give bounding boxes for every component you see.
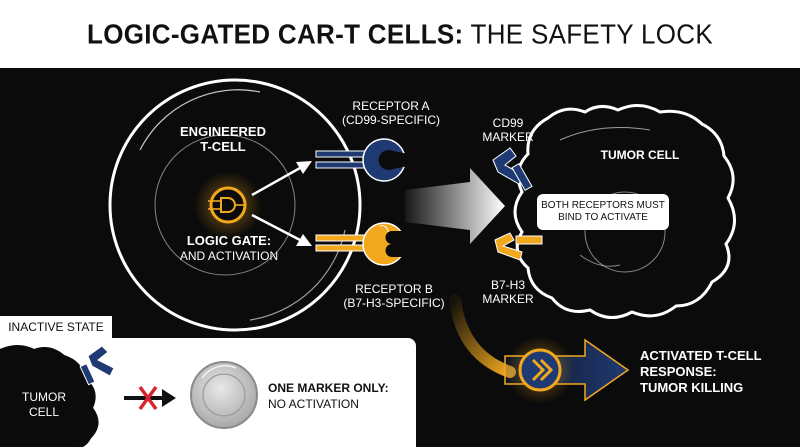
receptor-a-sublabel: (CD99-SPECIFIC) (341, 113, 440, 127)
title-light: THE SAFETY LOCK (470, 17, 713, 50)
one-marker-label: ONE MARKER ONLY: (268, 381, 389, 395)
receptor-a-label: RECEPTOR A (352, 99, 430, 113)
inactive-diagram (0, 345, 258, 447)
activated-label-1: ACTIVATED T-CELL (640, 348, 762, 363)
t-cell (108, 78, 362, 332)
inactive-tumor-label: TUMOR (22, 390, 66, 404)
inactive-receptor-icon (79, 345, 115, 386)
tcell-label: ENGINEERED T-CELL (180, 124, 266, 154)
binding-arrow (405, 168, 505, 244)
both-receptors-note: BOTH RECEPTORS MUST BIND TO ACTIVATE (537, 194, 669, 230)
activation-arrow (504, 336, 630, 404)
b7h3-marker-label: B7-H3 (490, 278, 525, 292)
b7h3-marker-sublabel: MARKER (482, 292, 534, 306)
inactive-state-panel: TUMOR CELL ONE MARKER ONLY: NO ACTIVATIO… (0, 338, 416, 447)
blocked-arrow (124, 385, 176, 411)
inactive-tumor-sublabel: CELL (28, 405, 60, 419)
b7h3-marker-icon (494, 232, 543, 261)
gate-to-receptor-arrows (251, 161, 312, 246)
title-bold: LOGIC-GATED CAR-T CELLS: (87, 17, 464, 50)
activation-curve-arrow (449, 294, 516, 378)
receptor-a-icon (315, 138, 408, 182)
inactive-tumor-cell (0, 345, 99, 447)
title-bar: LOGIC-GATED CAR-T CELLS: THE SAFETY LOCK (0, 0, 800, 68)
page-title: LOGIC-GATED CAR-T CELLS: THE SAFETY LOCK (87, 17, 713, 50)
tumor-cell-label: TUMOR CELL (600, 148, 680, 162)
logic-gate-label: LOGIC GATE: (186, 233, 272, 248)
logic-gate-icon (194, 171, 262, 239)
activated-label-3: TUMOR KILLING (640, 380, 744, 395)
inactive-t-cell (190, 361, 258, 429)
cd99-marker-sublabel: MARKER (482, 130, 534, 144)
no-activation-label: NO ACTIVATION (268, 397, 359, 411)
inactive-state-tab: INACTIVE STATE (0, 316, 112, 338)
receptor-b-label: RECEPTOR B (355, 282, 433, 296)
activated-label-2: RESPONSE: (640, 364, 717, 379)
receptor-b-sublabel: (B7-H3-SPECIFIC) (343, 296, 445, 310)
logic-gate-sublabel: AND ACTIVATION (179, 249, 279, 263)
cd99-marker-label: CD99 (492, 116, 524, 130)
cd99-marker-icon (492, 147, 533, 191)
receptor-b-icon (315, 222, 406, 266)
